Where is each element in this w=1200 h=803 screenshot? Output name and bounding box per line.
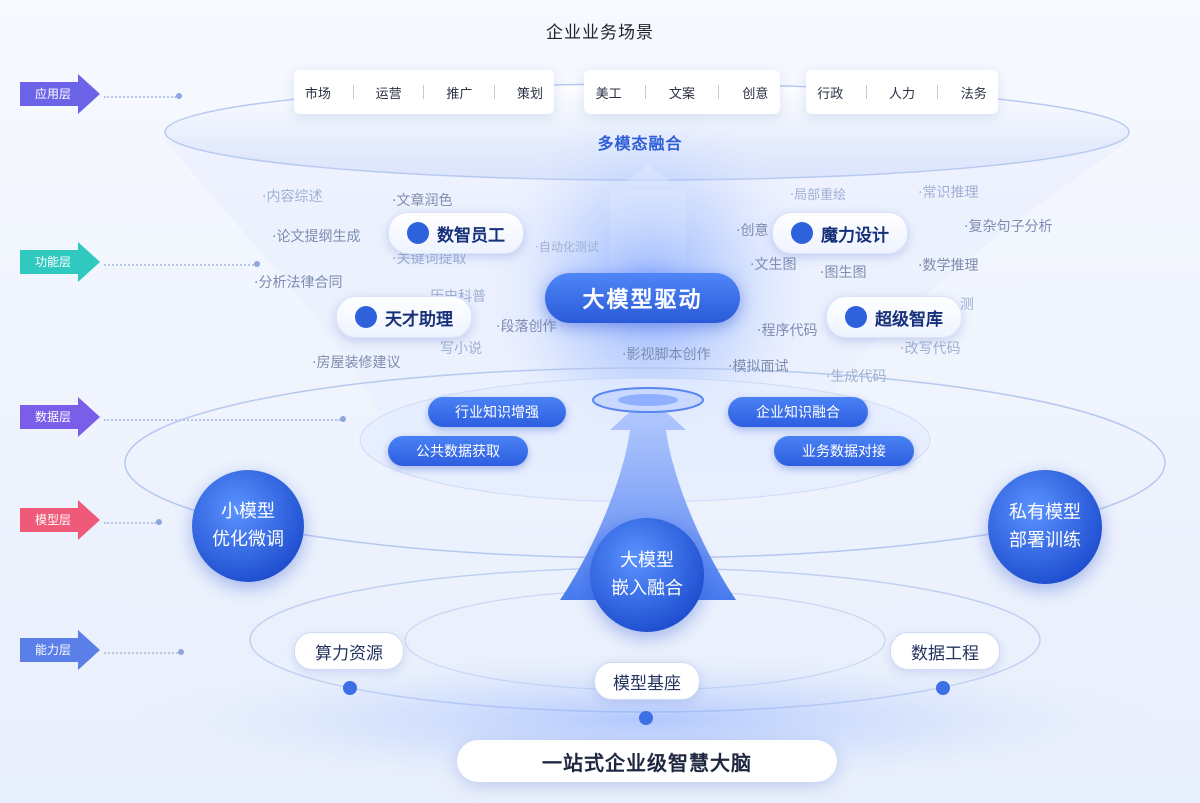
separator [718, 85, 720, 99]
function-tag: ·数学推理 [918, 258, 979, 274]
layer-label: 数据层 [34, 410, 71, 424]
user-icon [791, 222, 813, 244]
model-circle-large: 大模型 嵌入融合 [590, 518, 704, 632]
scenario-group-1: 市场 运营 推广 策划 [294, 70, 554, 114]
function-tag: ·分析法律合同 [254, 275, 343, 291]
scenario-item: 策划 [517, 86, 544, 102]
separator [937, 85, 939, 99]
separator [494, 85, 496, 99]
layer-label: 模型层 [34, 513, 71, 527]
function-tag: ·内容综述 [262, 189, 323, 205]
scenario-item: 市场 [304, 86, 331, 102]
layer-label: 能力层 [34, 643, 71, 657]
function-tag: ·改写代码 [900, 341, 961, 357]
layer-capability: 能力层 [20, 630, 100, 670]
function-tag: ·房屋装修建议 [312, 355, 401, 371]
function-tag: ·关键词提取 [392, 251, 467, 267]
layer-label: 应用层 [34, 87, 71, 101]
model-circle-private: 私有模型 部署训练 [988, 470, 1102, 584]
bottom-label: 一站式企业级智慧大脑 [457, 740, 837, 782]
multimodal-fusion-label: 多模态融合 [597, 134, 683, 153]
separator [423, 85, 425, 99]
connector-dot [178, 649, 184, 655]
circle-line: 小模型 [221, 501, 275, 522]
connector-line [104, 652, 178, 654]
connector-line [104, 264, 254, 266]
function-tag: ·复杂句子分析 [964, 219, 1053, 235]
connector-dot [254, 261, 260, 267]
function-tag: ·生成代码 [826, 369, 887, 385]
function-tag: ·模拟面试 [728, 359, 789, 375]
connector-line [104, 522, 156, 524]
scenario-item: 运营 [375, 86, 402, 102]
scenario-item: 美工 [595, 86, 622, 102]
role-pill-label: 数智员工 [437, 225, 505, 246]
function-tag: ·常识推理 [918, 185, 979, 201]
layer-application: 应用层 [20, 74, 100, 114]
circle-line: 私有模型 [1009, 502, 1081, 523]
layer-data: 数据层 [20, 397, 100, 437]
scenario-item: 文案 [668, 86, 695, 102]
user-icon [845, 306, 867, 328]
data-pill-business-data[interactable]: 业务数据对接 [774, 436, 914, 466]
capability-data-engineering[interactable]: 数据工程 [890, 632, 1000, 670]
core-model-driven: 大模型驱动 [545, 273, 740, 323]
role-pill-label: 天才助理 [385, 309, 453, 330]
data-pill-industry-knowledge[interactable]: 行业知识增强 [428, 397, 566, 427]
function-tag: ·程序代码 [757, 323, 818, 339]
scenario-item: 人力 [888, 86, 915, 102]
layer-function: 功能层 [20, 242, 100, 282]
function-tag: ·论文提纲生成 [272, 229, 361, 245]
scenario-item: 行政 [817, 86, 844, 102]
function-tag: ·局部重绘 [790, 188, 847, 203]
user-icon [407, 222, 429, 244]
function-tag: ·文章润色 [392, 193, 453, 209]
connector-line [104, 419, 340, 421]
role-pill-digital-employee[interactable]: 数智员工 [388, 212, 524, 254]
user-icon [355, 306, 377, 328]
circle-line: 部署训练 [1009, 530, 1081, 551]
separator [352, 85, 354, 99]
scenario-item: 推广 [446, 86, 473, 102]
role-pill-label: 超级智库 [875, 309, 943, 330]
role-pill-super-think-tank[interactable]: 超级智库 [826, 296, 962, 338]
connector-dot [340, 416, 346, 422]
separator [865, 85, 867, 99]
function-tag: ·影视脚本创作 [622, 347, 711, 363]
role-pill-genius-assistant[interactable]: 天才助理 [336, 296, 472, 338]
data-pill-public-data[interactable]: 公共数据获取 [388, 436, 528, 466]
function-tag: ·自动化测试 [535, 240, 599, 254]
scenario-group-3: 行政 人力 法务 [806, 70, 998, 114]
connector-dot [176, 93, 182, 99]
scenario-group-2: 美工 文案 创意 [584, 70, 780, 114]
role-pill-label: 魔力设计 [821, 225, 889, 246]
scenario-item: 法务 [960, 86, 987, 102]
page-title: 企业业务场景 [546, 23, 654, 43]
model-circle-small: 小模型 优化微调 [192, 470, 304, 582]
connector-line [104, 96, 176, 98]
function-tag: ·图生图 [820, 265, 867, 281]
function-tag: 写小说 [440, 341, 482, 357]
circle-line: 大模型 [620, 550, 674, 571]
layer-label: 功能层 [34, 255, 71, 269]
separator [644, 85, 646, 99]
function-tag: 测 [960, 297, 974, 313]
layer-model: 模型层 [20, 500, 100, 540]
connector-dot [156, 519, 162, 525]
function-tag: ·创意 [736, 223, 769, 239]
circle-line: 嵌入融合 [611, 578, 683, 599]
scenario-item: 创意 [742, 86, 769, 102]
capability-compute[interactable]: 算力资源 [294, 632, 404, 670]
function-tag: ·文生图 [750, 257, 797, 273]
role-pill-magic-design[interactable]: 魔力设计 [772, 212, 908, 254]
circle-line: 优化微调 [212, 529, 284, 550]
capability-model-base[interactable]: 模型基座 [594, 662, 700, 700]
data-pill-enterprise-knowledge[interactable]: 企业知识融合 [728, 397, 868, 427]
function-tag: ·段落创作 [496, 319, 557, 335]
